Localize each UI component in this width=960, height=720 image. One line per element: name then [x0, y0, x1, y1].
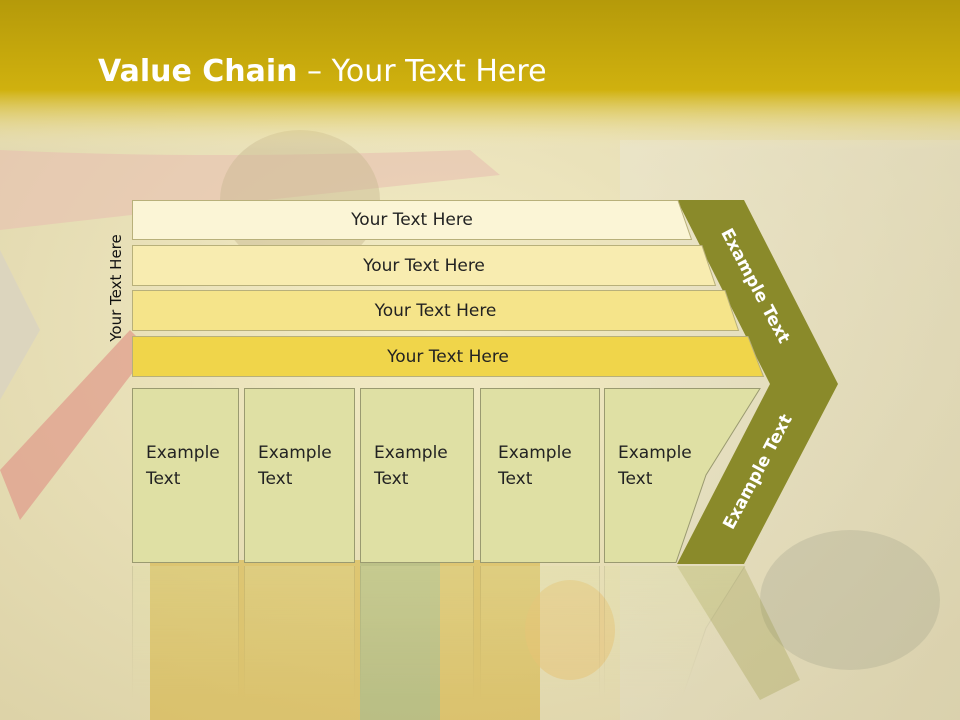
primary-box-5-shape [604, 388, 761, 563]
support-row-2: Your Text Here [132, 245, 717, 286]
primary-box-1-line1: Example [146, 443, 220, 463]
title-rest: – Your Text Here [297, 54, 547, 89]
primary-box-4-line1: Example [498, 443, 572, 463]
support-row-3-shape [132, 290, 740, 331]
primary-box-5-line1: Example [618, 443, 692, 463]
primary-box-3-shape [360, 388, 474, 563]
primary-box-4-shape [480, 388, 600, 563]
primary-box-4-line2: Text [498, 469, 533, 489]
support-row-1: Your Text Here [132, 200, 693, 240]
primary-box-1-shape [132, 388, 239, 563]
support-row-2-shape [132, 245, 717, 286]
support-row-4: Your Text Here [132, 336, 765, 377]
primary-box-5-line2: Text [618, 469, 653, 489]
support-row-4-label: Your Text Here [387, 346, 509, 367]
margin-chevron [677, 200, 838, 564]
margin-chevron-reflection [677, 566, 800, 700]
support-row-2-label: Your Text Here [363, 255, 485, 276]
primary-box-2-line2: Text [258, 469, 293, 489]
title-bold: Value Chain [98, 54, 298, 89]
primary-box-1-line2: Text [146, 469, 181, 489]
support-row-3: Your Text Here [132, 290, 740, 331]
boxes-reflection-shapes [132, 542, 761, 716]
support-row-3-label: Your Text Here [374, 300, 497, 321]
support-row-4-shape [132, 336, 765, 377]
support-row-1-label: Your Text Here [351, 210, 473, 230]
boxes-reflection [0, 542, 960, 716]
support-row-1-shape [132, 200, 693, 240]
primary-box-3-line2: Text [374, 469, 409, 489]
primary-box-3-line1: Example [374, 443, 448, 463]
primary-box-2-line1: Example [258, 443, 332, 463]
primary-box-2-shape [244, 388, 355, 563]
slide-title: Value Chain – Your Text Here [98, 54, 547, 89]
